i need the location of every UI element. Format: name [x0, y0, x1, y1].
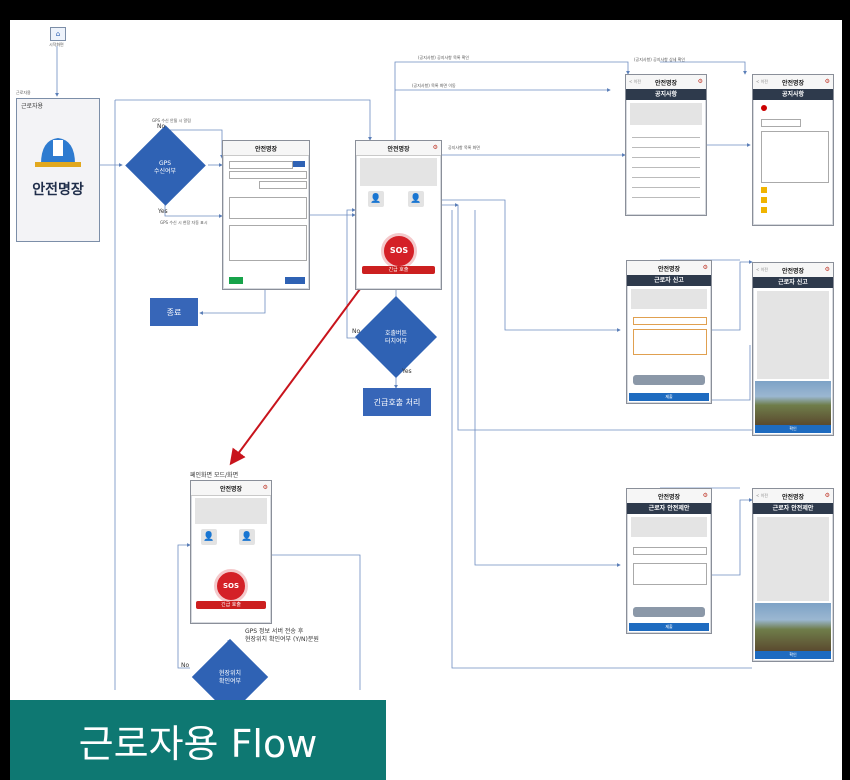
start-label: 시작화면 [49, 42, 64, 48]
safety-photo [755, 603, 831, 651]
report-photo [755, 381, 831, 425]
emergency-call-bar[interactable]: 긴급 호출 [196, 601, 266, 609]
edit-user-icon[interactable]: 👤 [408, 191, 424, 207]
worker-box-title: 근로자용 [16, 90, 31, 96]
start-screen-icon: ⌂ [50, 27, 66, 41]
mid-note: 공지사항 목록 화면 [448, 145, 480, 151]
site-no-label: No [181, 662, 189, 669]
phone-report-form: 안전명장⚙ 근로자 신고 제출 [626, 260, 712, 404]
connector-end [200, 288, 265, 313]
phone-main-sos: 안전명장⚙ 👤 👤 SOS 긴급 호출 [355, 140, 442, 290]
confirm-note: 페인화면 모드/화면 [190, 470, 238, 479]
worker-app-box: 근로자용 안전명장 [16, 98, 100, 242]
phone-bottom-sos: 안전명장⚙ 👤 👤 SOS 긴급 호출 [190, 480, 272, 624]
flow-caption: 근로자용 Flow [10, 700, 386, 780]
emergency-process-button[interactable]: 긴급호출 처리 [363, 388, 431, 416]
sos-button[interactable]: SOS [214, 569, 248, 603]
phone-safety-form: 안전명장⚙ 근로자 안전제안 제출 [626, 488, 712, 634]
gps-no-label: No [157, 123, 165, 130]
sos-no-label: No [352, 328, 360, 335]
worker-logo-text: 안전명장 [17, 179, 99, 199]
emergency-call-bar[interactable]: 긴급 호출 [362, 266, 435, 274]
top-note-1: (공지사항) 공지사항 목록 확인 [418, 55, 469, 61]
user-icon[interactable]: 👤 [368, 191, 384, 207]
helmet-logo-icon [17, 124, 99, 184]
gps-no-note: GPS 수신 안될 시 알림 [152, 118, 191, 124]
gps-yes-label: Yes [158, 208, 168, 215]
top-note-2: (공지사항) 공지사항 상세 확인 [634, 57, 685, 63]
phone-gps-setup: 안전명장 [222, 140, 310, 290]
connector-gps-yes [165, 196, 222, 216]
edit-user-icon[interactable]: 👤 [239, 529, 255, 545]
red-highlight-arrow [232, 262, 380, 462]
user-icon[interactable]: 👤 [201, 529, 217, 545]
gps-send-note: GPS 정보 서버 전송 후 현장위치 확인여부 (Y/N)분원 [245, 628, 319, 644]
top-note-3: (공지사항) 목록 화면 이동 [412, 83, 456, 89]
gps-yes-note: GPS 수신 시 현장 자동 표시 [160, 220, 208, 226]
sos-yes-label: Yes [402, 368, 412, 375]
worker-box-label: 근로자용 [21, 101, 43, 110]
sos-button[interactable]: SOS [381, 233, 417, 269]
end-button[interactable]: 종료 [150, 298, 198, 326]
